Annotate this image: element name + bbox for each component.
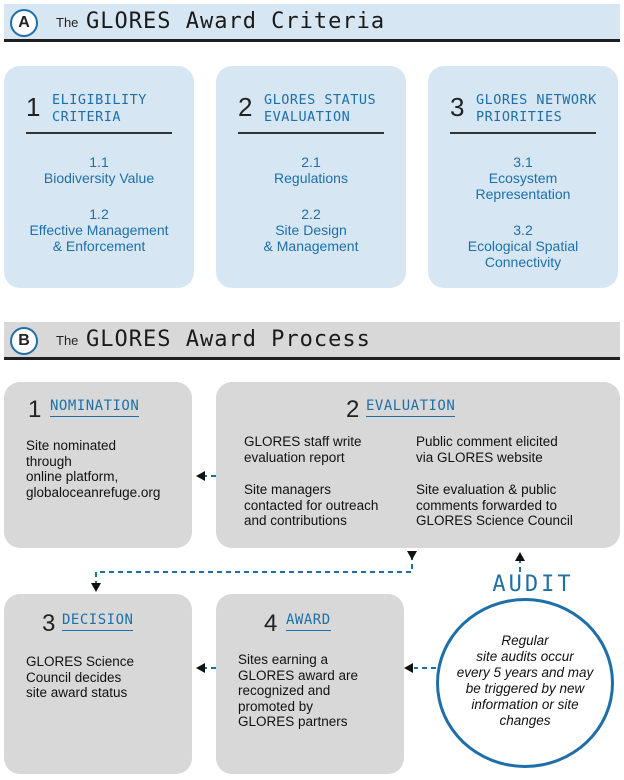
section-b-header: B The GLORES Award Process <box>4 322 620 360</box>
criteria-item-label: Site Design <box>275 222 347 238</box>
process-number: 4 <box>264 610 278 637</box>
audit-circle: Regular site audits occur every 5 years … <box>436 598 614 768</box>
section-b-prefix: The <box>56 333 79 348</box>
evaluation-staff-text: GLORES staff write evaluation report <box>244 434 362 465</box>
process-box-decision: 3 DECISION GLORES Science Council decide… <box>4 594 192 774</box>
criteria-item: 1.1 Biodiversity Value <box>8 154 190 186</box>
criteria-item-label: Regulations <box>274 170 348 186</box>
process-title: NOMINATION <box>50 398 140 417</box>
criteria-divider <box>238 132 384 134</box>
criteria-item-label: Representation <box>475 186 571 202</box>
arrowhead-award <box>404 663 413 673</box>
arrowhead-evaluation-up <box>515 552 525 561</box>
section-a-badge: A <box>10 9 38 37</box>
criteria-title: ELIGIBILITY CRITERIA <box>52 92 192 126</box>
process-title: DECISION <box>62 612 134 631</box>
process-number: 1 <box>28 396 42 423</box>
criteria-item-label: & Enforcement <box>52 238 146 254</box>
criteria-item-label: & Management <box>263 238 359 254</box>
process-title: EVALUATION <box>366 398 456 417</box>
criteria-title: GLORES NETWORK PRIORITIES <box>476 92 616 126</box>
criteria-item-code: 2.1 <box>301 154 321 170</box>
criteria-title: GLORES STATUS EVALUATION <box>264 92 404 126</box>
criteria-number: 1 <box>26 92 41 122</box>
criteria-item: 2.2 Site Design & Management <box>220 206 402 254</box>
criteria-title-line: GLORES STATUS <box>264 92 377 108</box>
criteria-title-line: PRIORITIES <box>476 109 563 125</box>
criteria-item-code: 1.2 <box>89 206 109 222</box>
evaluation-public-text: Public comment elicited via GLORES websi… <box>416 434 558 465</box>
criteria-number: 3 <box>450 92 465 122</box>
criteria-box-network-priorities: 3 GLORES NETWORK PRIORITIES 3.1 Ecosyste… <box>428 66 618 288</box>
section-b-title: GLORES Award Process <box>86 327 371 352</box>
audit-label: AUDIT <box>492 572 574 597</box>
criteria-item: 2.1 Regulations <box>220 154 402 186</box>
process-title: AWARD <box>286 612 331 631</box>
evaluation-managers-text: Site managers contacted for outreach and… <box>244 482 379 528</box>
criteria-item-label: Biodiversity Value <box>43 170 155 186</box>
criteria-number: 2 <box>238 92 253 122</box>
criteria-title-line: GLORES NETWORK <box>476 92 597 108</box>
process-box-nomination: 1 NOMINATION Site nominated through onli… <box>4 382 192 548</box>
criteria-item-code: 3.1 <box>513 154 533 170</box>
section-a-title: GLORES Award Criteria <box>86 9 386 34</box>
process-number: 3 <box>42 610 56 637</box>
criteria-title-line: EVALUATION <box>264 109 351 125</box>
audit-text: Regular site audits occur every 5 years … <box>456 633 594 728</box>
section-b-badge: B <box>10 327 38 355</box>
criteria-box-status-evaluation: 2 GLORES STATUS EVALUATION 2.1 Regulatio… <box>216 66 406 288</box>
arrowhead-decision-from-award <box>196 663 205 673</box>
arrowhead-decision <box>91 583 101 592</box>
criteria-title-line: ELIGIBILITY <box>52 92 147 108</box>
criteria-divider <box>450 132 596 134</box>
criteria-item: 3.1 Ecosystem Representation <box>432 154 614 202</box>
criteria-divider <box>26 132 172 134</box>
criteria-item-label: Ecological Spatial <box>467 238 579 254</box>
process-number: 2 <box>346 396 360 423</box>
criteria-box-eligibility: 1 ELIGIBILITY CRITERIA 1.1 Biodiversity … <box>4 66 194 288</box>
evaluation-forwarded-text: Site evaluation & public comments forwar… <box>416 482 573 528</box>
criteria-title-line: CRITERIA <box>52 109 122 125</box>
criteria-item-code: 3.2 <box>513 222 533 238</box>
criteria-item-label: Connectivity <box>484 254 562 270</box>
process-text: Sites earning a GLORES award are recogni… <box>238 652 359 729</box>
process-text: GLORES Science Council decides site awar… <box>26 654 135 700</box>
criteria-item: 3.2 Ecological Spatial Connectivity <box>432 222 614 270</box>
section-a-prefix: The <box>56 15 79 30</box>
process-text: Site nominated through online platform, … <box>26 438 161 500</box>
criteria-item: 1.2 Effective Management & Enforcement <box>8 206 190 254</box>
criteria-item-label: Effective Management <box>29 222 169 238</box>
criteria-item-label: Ecosystem <box>488 170 558 186</box>
process-box-evaluation: 2 EVALUATION GLORES staff write evaluati… <box>216 382 620 548</box>
section-a-header: A The GLORES Award Criteria <box>4 4 620 42</box>
arrowhead-evaluation-down <box>407 551 417 560</box>
arrowhead-nomination <box>196 471 205 481</box>
process-box-award: 4 AWARD Sites earning a GLORES award are… <box>216 594 404 774</box>
criteria-item-code: 2.2 <box>301 206 321 222</box>
criteria-item-code: 1.1 <box>89 154 109 170</box>
connector-evaluation-decision <box>95 555 413 586</box>
